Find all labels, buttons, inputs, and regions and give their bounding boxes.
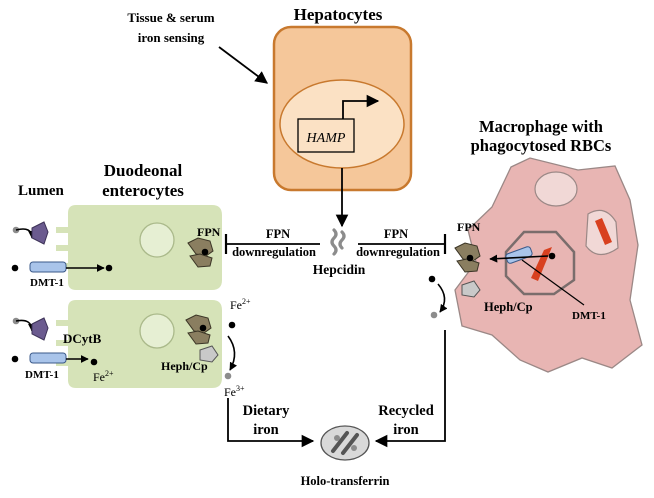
fe2-label-right: Fe2+ bbox=[230, 297, 251, 312]
right-reg-line2: downregulation bbox=[356, 245, 440, 259]
hepatocyte-cell: HAMP bbox=[272, 25, 413, 192]
lumen-label: Lumen bbox=[18, 183, 65, 199]
dcytb-label: DCytB bbox=[63, 331, 102, 346]
dmt1-label-bottom: DMT-1 bbox=[25, 369, 59, 381]
holo-transferrin-icon bbox=[320, 425, 370, 461]
dmt1-pointer-line bbox=[521, 259, 585, 306]
macrophage-title-line1: Macrophage with bbox=[479, 117, 603, 136]
sensing-label-line2: iron sensing bbox=[138, 30, 205, 45]
dietary-label-line1: Dietary bbox=[243, 403, 290, 419]
sensing-arrow bbox=[218, 46, 269, 84]
dmt1-label-top: DMT-1 bbox=[30, 277, 64, 289]
fpn-icon-macrophage bbox=[454, 242, 481, 273]
macrophage-title-line2: phagocytosed RBCs bbox=[471, 136, 612, 155]
hepcidin-icon bbox=[330, 228, 346, 256]
sensing-label-line1: Tissue & serum bbox=[127, 10, 214, 25]
fe2-label-bottom: Fe2+ bbox=[93, 369, 114, 384]
fe3-label: Fe3+ bbox=[224, 384, 245, 399]
enterocytes-title-line1: Duodeonal bbox=[104, 161, 183, 180]
heph-cp-label-enterocyte: Heph/Cp bbox=[161, 359, 208, 373]
heph-cp-label-macrophage: Heph/Cp bbox=[484, 300, 533, 314]
transcription-arrow bbox=[342, 94, 380, 119]
right-reg-line1: FPN bbox=[384, 227, 408, 241]
dmt1-icon-top bbox=[29, 261, 67, 273]
holo-transferrin-label: Holo-transferrin bbox=[301, 474, 390, 488]
dietary-label-line2: iron bbox=[253, 422, 279, 438]
recycled-label-line2: iron bbox=[393, 422, 419, 438]
dmt1-icon-macrophage bbox=[505, 246, 533, 264]
recycled-label-line1: Recycled bbox=[378, 403, 434, 419]
fpn-label-macrophage: FPN bbox=[457, 220, 481, 234]
heph-cp-icon-macrophage bbox=[461, 280, 481, 298]
hepcidin-label: Hepcidin bbox=[313, 262, 366, 277]
dmt1-label-macrophage: DMT-1 bbox=[572, 310, 606, 322]
fpn-label-enterocyte: FPN bbox=[197, 225, 221, 239]
macrophage-cell bbox=[454, 157, 643, 373]
macrophage-export-arrow bbox=[489, 254, 549, 263]
heph-cp-icon-enterocyte bbox=[199, 345, 219, 363]
enterocytes-title-line2: enterocytes bbox=[102, 181, 184, 200]
dietary-iron-arrow bbox=[227, 398, 315, 448]
macrophage-nucleus bbox=[534, 171, 578, 207]
fpn-icon-enterocyte-top bbox=[187, 237, 214, 268]
dcytb-icon-top bbox=[31, 221, 49, 245]
hepatocytes-title: Hepatocytes bbox=[294, 5, 383, 24]
left-reg-line1: FPN bbox=[266, 227, 290, 241]
recycled-iron-arrow bbox=[374, 330, 446, 448]
dcytb-icon bbox=[31, 317, 49, 341]
rbc-2 bbox=[595, 218, 612, 245]
fe2-ion-top bbox=[11, 264, 19, 272]
left-reg-line2: downregulation bbox=[232, 245, 316, 259]
hamp-label: HAMP bbox=[306, 131, 346, 146]
enterocyte-bottom bbox=[56, 300, 222, 388]
dmt1-icon-bottom bbox=[29, 352, 67, 364]
fpn-icon-enterocyte-bottom bbox=[185, 314, 212, 345]
hamp-gene-box bbox=[297, 118, 355, 153]
